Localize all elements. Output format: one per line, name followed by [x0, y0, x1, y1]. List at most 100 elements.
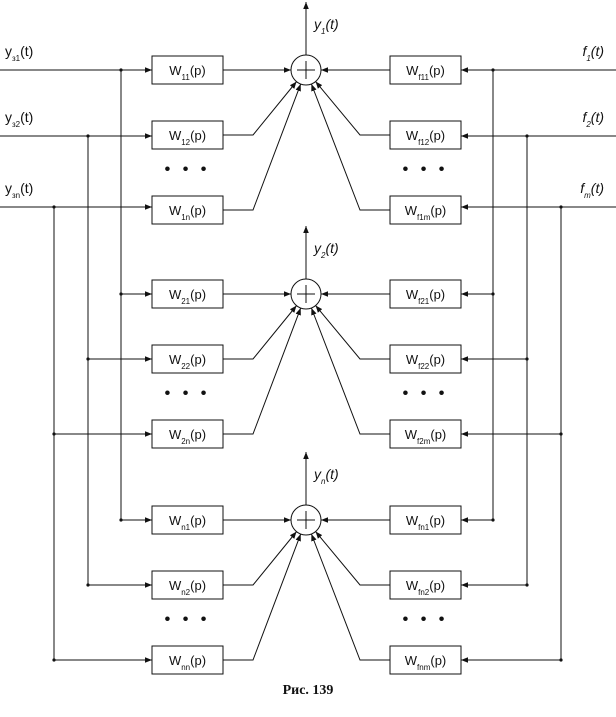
label-main: y — [313, 466, 322, 482]
label-argument: (p) — [429, 578, 445, 593]
block-to-sum-line — [223, 307, 302, 435]
junction-dot — [491, 68, 495, 72]
block-to-sum-line — [315, 81, 390, 136]
label-subscript: 1 — [586, 54, 590, 63]
label-argument: (p) — [190, 128, 206, 143]
transfer-block-right — [389, 120, 462, 150]
transfer-block-label: W2n(p) — [169, 427, 206, 446]
label-argument: (p) — [190, 578, 206, 593]
junction-dot — [119, 518, 123, 522]
junction-dot — [559, 432, 563, 436]
junction-dot — [52, 205, 56, 209]
transfer-block-left — [151, 505, 224, 535]
transfer-block-label: Wf1m(p) — [405, 203, 447, 222]
transfer-block-label: Wf22(p) — [406, 352, 445, 371]
junction-dot — [119, 68, 123, 72]
label-main: W — [405, 653, 418, 668]
label-main: W — [405, 427, 418, 442]
block-to-sum-line — [223, 533, 302, 661]
label-main: f — [582, 109, 588, 125]
label-main: W — [169, 128, 182, 143]
right-input-label: f1(t) — [582, 43, 604, 63]
label-argument: (t) — [591, 43, 604, 59]
label-main: W — [406, 513, 419, 528]
label-subscript: 22 — [181, 362, 190, 371]
block-to-sum-line — [223, 81, 297, 136]
transfer-block-left — [151, 645, 224, 675]
label-subscript: n1 — [181, 523, 190, 532]
junction-dot — [86, 134, 90, 138]
label-subscript: n — [321, 477, 326, 486]
output-label: yn(t) — [313, 466, 339, 486]
junction-dot — [86, 583, 90, 587]
label-main: y — [313, 16, 322, 32]
figure-caption: Рис. 139 — [283, 683, 334, 698]
junction-dot — [52, 432, 56, 436]
label-main: W — [169, 513, 182, 528]
label-subscript: f21 — [418, 297, 430, 306]
label-argument: (t) — [325, 16, 338, 32]
junction-dot — [52, 658, 56, 662]
transfer-block-label: W12(p) — [169, 128, 206, 147]
ellipsis-right: • • • — [403, 611, 449, 628]
block-to-sum-line — [223, 83, 302, 211]
junction-dot — [491, 518, 495, 522]
transfer-block-right — [389, 195, 462, 225]
label-main: y — [5, 43, 12, 59]
transfer-block-label: Wf11(p) — [406, 63, 445, 82]
label-argument: (p) — [430, 427, 446, 442]
label-argument: (p) — [430, 653, 446, 668]
block-to-sum-line — [223, 531, 297, 586]
output-label: y2(t) — [313, 240, 339, 260]
label-argument: (p) — [190, 513, 206, 528]
output-label: y1(t) — [313, 16, 339, 36]
label-subscript: 21 — [181, 297, 190, 306]
block-to-sum-line — [310, 83, 390, 211]
transfer-block-right — [389, 344, 462, 374]
transfer-block-label: Wn1(p) — [169, 513, 206, 532]
block-to-sum-line — [315, 305, 390, 360]
transfer-block-label: W1n(p) — [169, 203, 206, 222]
label-argument: (p) — [429, 128, 445, 143]
label-subscript: f11 — [418, 73, 429, 82]
left-input-label: yзn(t) — [5, 180, 33, 200]
label-main: W — [406, 287, 419, 302]
label-argument: (p) — [430, 203, 446, 218]
label-subscript: f1m — [417, 213, 431, 222]
label-subscript: з2 — [12, 120, 21, 129]
label-main: W — [406, 128, 419, 143]
label-main: W — [169, 427, 182, 442]
transfer-block-label: Wn2(p) — [169, 578, 206, 597]
block-to-sum-line — [310, 533, 390, 661]
label-main: W — [169, 63, 182, 78]
label-subscript: 1 — [321, 27, 325, 36]
junction-dot — [525, 583, 529, 587]
label-main: y — [5, 109, 12, 125]
transfer-block-right — [389, 570, 462, 600]
label-argument: (p) — [190, 653, 206, 668]
label-main: W — [169, 203, 182, 218]
label-main: y — [5, 180, 12, 196]
label-argument: (p) — [429, 513, 445, 528]
transfer-block-label: Wnn(p) — [169, 653, 206, 672]
transfer-block-right — [389, 279, 462, 309]
transfer-block-label: Wf21(p) — [406, 287, 445, 306]
transfer-block-right — [389, 505, 462, 535]
junction-dot — [119, 292, 123, 296]
transfer-block-label: Wfn2(p) — [406, 578, 445, 597]
transfer-block-label: Wf2m(p) — [405, 427, 447, 446]
label-main: W — [405, 203, 418, 218]
label-subscript: fnm — [417, 663, 431, 672]
label-subscript: f22 — [418, 362, 430, 371]
label-argument: (t) — [20, 43, 33, 59]
transfer-block-label: Wfnm(p) — [405, 653, 447, 672]
transfer-block-left — [151, 279, 224, 309]
junction-dot — [86, 357, 90, 361]
label-argument: (p) — [190, 427, 206, 442]
transfer-block-label: Wfn1(p) — [406, 513, 445, 532]
transfer-block-left — [151, 195, 224, 225]
transfer-block-left — [151, 419, 224, 449]
label-argument: (p) — [190, 203, 206, 218]
label-main: W — [406, 352, 419, 367]
